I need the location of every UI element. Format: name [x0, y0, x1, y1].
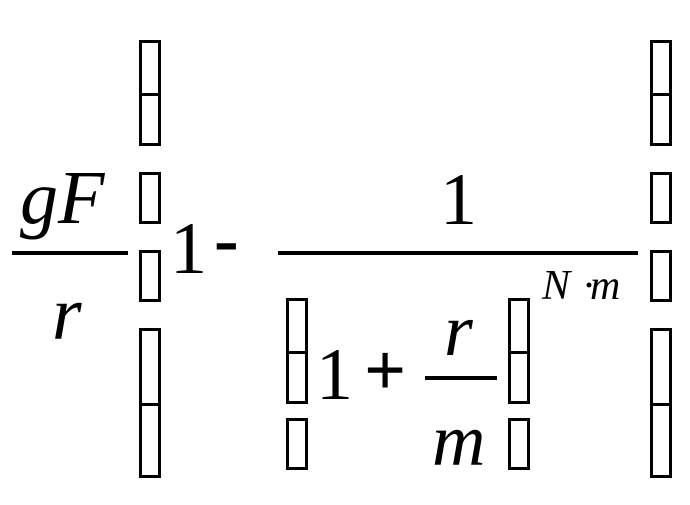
minus-sign: -: [214, 199, 239, 281]
exponent-dot: ·: [582, 263, 596, 309]
exponent-left: N: [542, 263, 571, 309]
inner-numerator: 1: [440, 159, 477, 241]
plus-sign: +: [364, 330, 407, 412]
leading-one: 1: [170, 208, 207, 290]
outer-numerator: gF: [20, 156, 105, 240]
rate-fraction-bar: [425, 376, 497, 380]
rate-numerator: r: [444, 290, 473, 372]
outer-fraction-bar: [12, 251, 128, 255]
rate-denominator: m: [432, 400, 486, 482]
exponent-right: m: [590, 263, 621, 309]
paren-one: 1: [316, 334, 353, 416]
outer-denominator: r: [52, 272, 82, 356]
inner-fraction-bar: [278, 251, 638, 255]
